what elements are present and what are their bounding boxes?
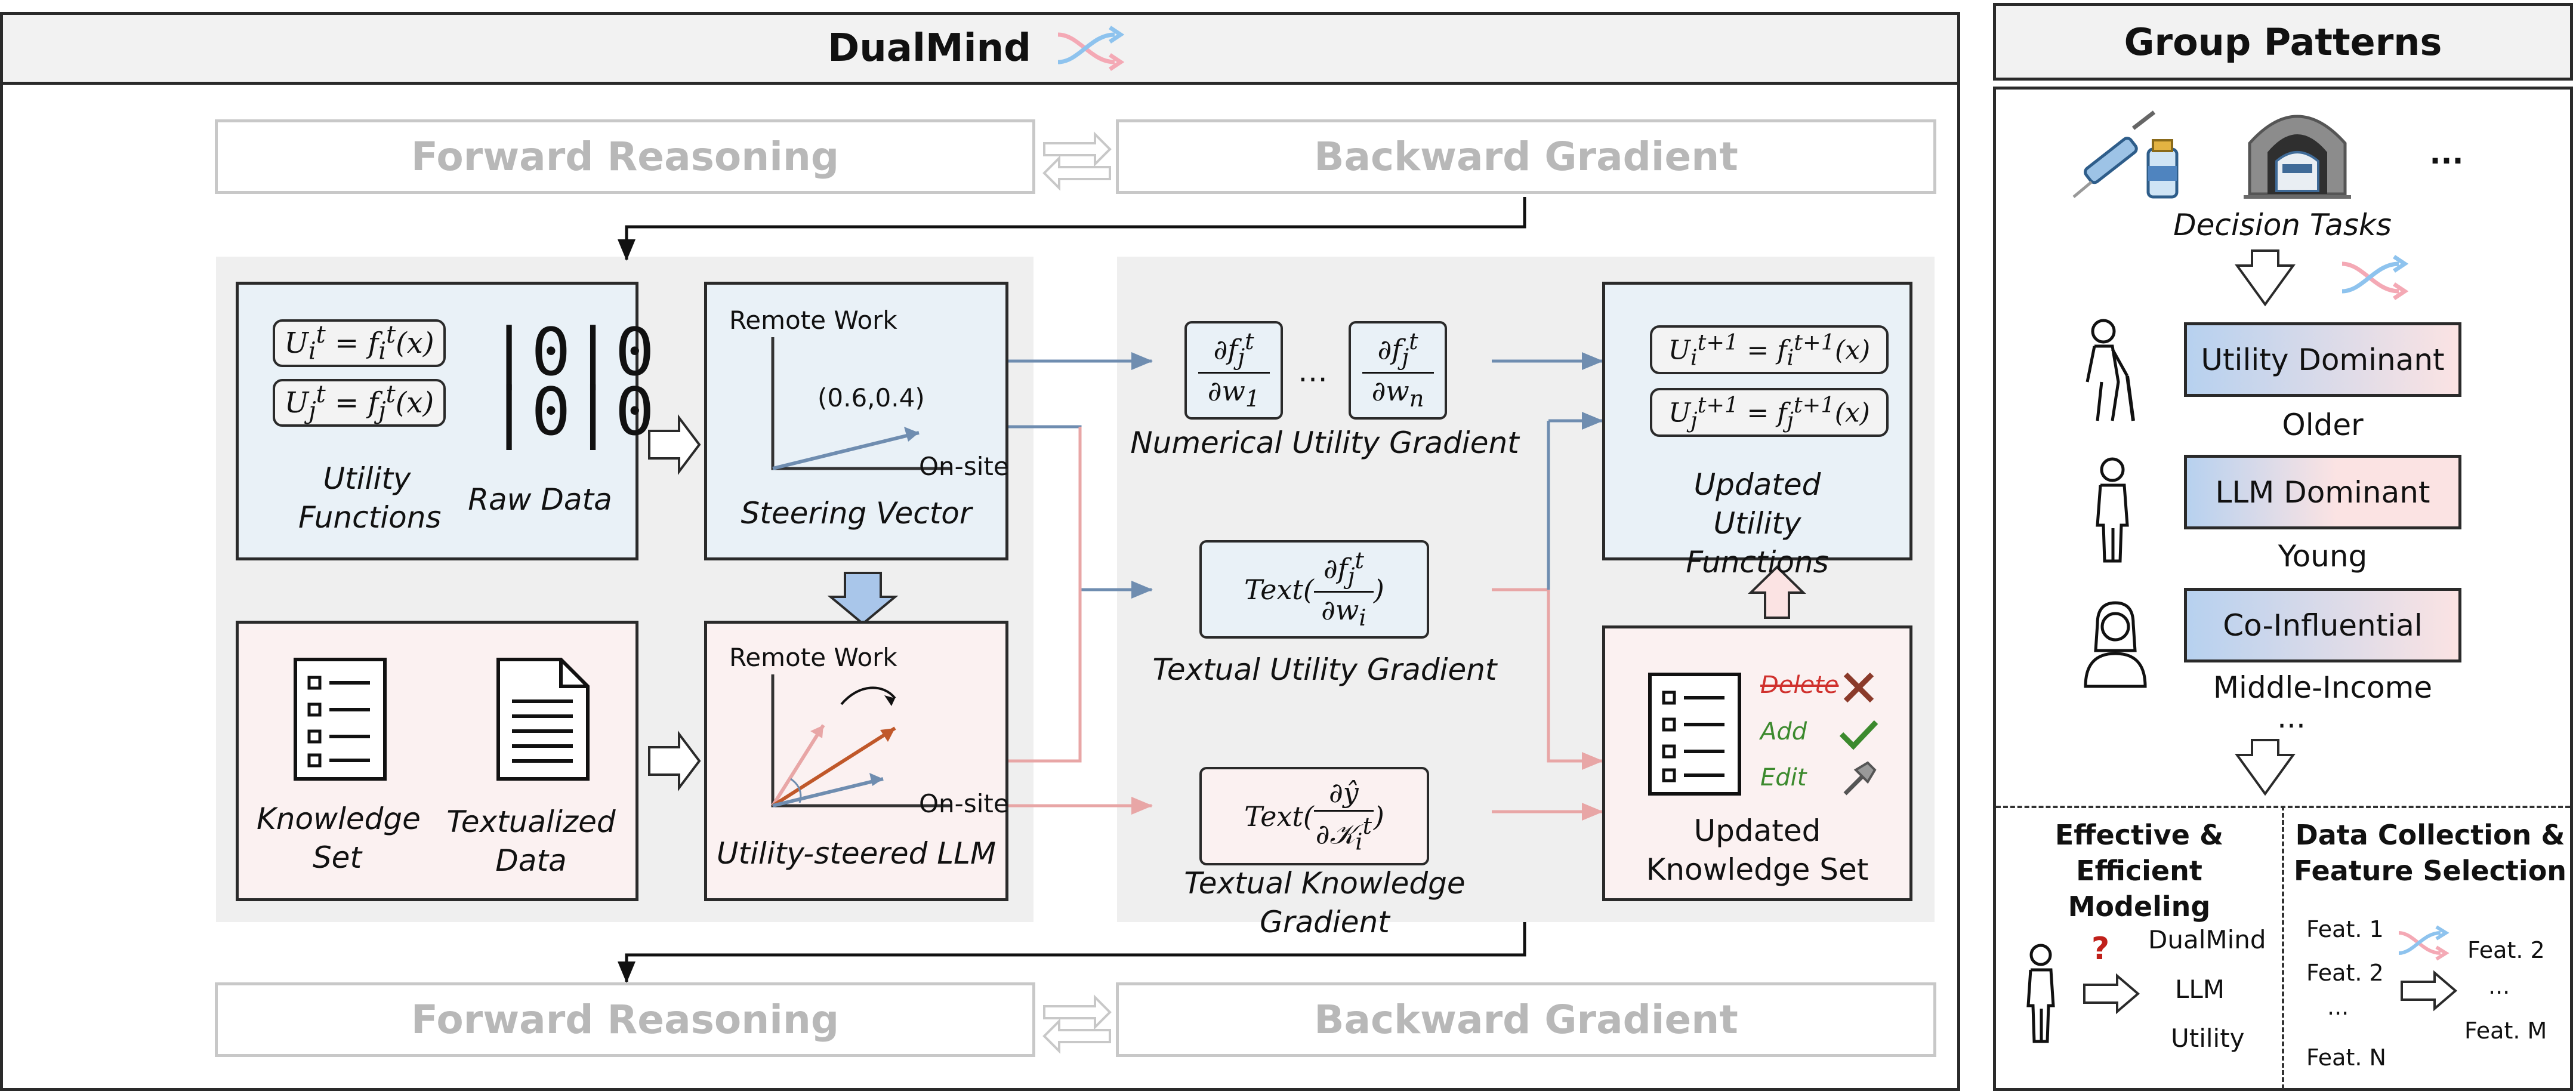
updated-checklist-icon <box>1648 673 1741 796</box>
group-title: Group Patterns <box>2124 20 2442 64</box>
knowledge-set-label: Knowledge Set <box>257 802 421 875</box>
modeling-arrow-icon <box>2083 973 2140 1015</box>
bottom-connector <box>618 922 1526 983</box>
raw-data-glyph-1: |0|0 <box>489 314 657 390</box>
llm-axis-x: On-site <box>919 789 1009 818</box>
document-icon <box>496 658 590 781</box>
modeling-person-icon <box>2026 944 2055 1043</box>
raw-data-glyph-2: |0|0 <box>489 374 657 450</box>
middle-income-person-icon <box>2084 601 2147 688</box>
older-person-icon <box>2086 319 2135 421</box>
updated-formula-j: Ujt+1 = fjt+1(x) <box>1650 388 1889 437</box>
down-block-arrow <box>827 572 899 625</box>
tasks-ellipsis: ... <box>2429 136 2464 171</box>
right-block-arrow-1 <box>648 414 701 475</box>
group-middle-income: Middle-Income <box>2213 670 2433 705</box>
steering-vector-label: Steering Vector <box>741 496 972 531</box>
utility-functions-label: Utility Functions <box>298 461 442 535</box>
right-data-title: Data Collection & Feature Selection <box>2293 819 2567 887</box>
feat-m: Feat. M <box>2464 1018 2547 1044</box>
feature-arrow-icon <box>2401 970 2458 1012</box>
op-edit: Edit <box>1760 764 1807 791</box>
top-swap-arrows-icon <box>1042 131 1112 191</box>
bar-co-influential: Co-Influential <box>2184 588 2461 662</box>
steering-point: (0.6,0.4) <box>817 383 925 412</box>
utility-formula-j: Ujt = fjt(x) <box>273 379 446 427</box>
numerical-grad-n: ∂fjt ∂wn <box>1349 321 1447 420</box>
model-llm: LLM <box>2175 975 2225 1004</box>
groups-ellipsis: ... <box>2277 700 2306 735</box>
group-title-bar: Group Patterns <box>1993 3 2573 81</box>
group-frame <box>1993 87 2573 1091</box>
textual-utility-grad: Text( ∂fjt ∂wi ) <box>1199 540 1429 639</box>
updated-utility-label: Updated Utility Functions <box>1686 467 1829 580</box>
model-utility: Utility <box>2171 1024 2245 1053</box>
llm-axis-y: Remote Work <box>729 643 897 672</box>
textualized-data-label: Textualized Data <box>446 805 616 878</box>
right-block-arrow-2 <box>648 731 701 791</box>
train-tunnel-icon <box>2244 115 2351 199</box>
bottom-backward-gradient: Backward Gradient <box>1116 982 1936 1057</box>
group-older: Older <box>2282 408 2364 442</box>
utility-steered-llm-box <box>704 621 1008 901</box>
feat-n: Feat. N <box>2306 1044 2386 1071</box>
numerical-grad-1: ∂fjt ∂w1 <box>1184 321 1283 420</box>
steering-axis-y: Remote Work <box>729 306 897 335</box>
updated-formula-i: Uit+1 = fit+1(x) <box>1650 325 1889 374</box>
bottom-swap-arrows-icon <box>1042 994 1112 1054</box>
top-backward-gradient: Backward Gradient <box>1116 119 1936 194</box>
question-mark: ? <box>2091 931 2110 967</box>
decision-tasks-label: Decision Tasks <box>2173 208 2392 242</box>
group-young: Young <box>2278 539 2368 574</box>
young-person-icon <box>2096 457 2129 563</box>
op-delete: Delete <box>1760 671 1839 699</box>
edit-hammer-icon <box>1843 761 1877 796</box>
feat-1: Feat. 1 <box>2306 916 2384 942</box>
up-block-arrow <box>1748 565 1806 619</box>
updated-knowledge-label: Updated Knowledge Set <box>1646 813 1869 887</box>
add-check-icon <box>1839 720 1878 750</box>
checklist-icon <box>294 658 387 781</box>
textual-utility-grad-label: Textual Utility Gradient <box>1152 652 1497 687</box>
bottom-forward-reasoning: Forward Reasoning <box>215 982 1035 1057</box>
textual-knowledge-grad-label: Textual Knowledge Gradient <box>1184 866 1466 939</box>
feat-dots-left: ... <box>2327 994 2349 1020</box>
steering-vector-box <box>704 282 1008 560</box>
group-shuffle-icon <box>2341 255 2409 300</box>
feature-shuffle-icon <box>2398 925 2449 961</box>
shuffle-icon <box>1057 26 1125 71</box>
textual-knowledge-grad: Text( ∂ŷ ∂𝒦it ) <box>1199 767 1429 865</box>
flow-arrows <box>618 197 1806 983</box>
bar-utility-dominant: Utility Dominant <box>2184 322 2461 397</box>
numerical-grad-label: Numerical Utility Gradient <box>1130 426 1519 460</box>
dashed-divider-vertical <box>2282 806 2284 1089</box>
feat-2: Feat. 2 <box>2306 960 2384 986</box>
top-connector <box>618 197 1526 261</box>
top-forward-reasoning: Forward Reasoning <box>215 119 1035 194</box>
dualmind-title: DualMind <box>828 26 1031 70</box>
utility-steered-llm-label: Utility-steered LLM <box>716 836 997 871</box>
left-modeling-title: Effective & Efficient Modeling <box>2054 819 2224 923</box>
feat-dots-right: ... <box>2488 973 2510 999</box>
steering-axes <box>771 337 952 470</box>
op-add: Add <box>1760 718 1807 745</box>
llm-axes <box>771 674 952 808</box>
group-flow-arrows <box>2235 249 2296 796</box>
bar-llm-dominant: LLM Dominant <box>2184 455 2461 529</box>
delete-x-icon <box>1843 672 1874 703</box>
model-dualmind: DualMind <box>2148 925 2266 954</box>
feat-out-2: Feat. 2 <box>2467 937 2545 963</box>
dualmind-title-bar: DualMind <box>0 12 1960 85</box>
raw-data-label: Raw Data <box>468 482 612 517</box>
utility-formula-i: Uit = fit(x) <box>273 319 446 367</box>
steering-axis-x: On-site <box>919 452 1009 481</box>
numerical-grad-ellipsis: … <box>1298 354 1328 389</box>
syringe-vial-icon <box>2072 110 2179 199</box>
